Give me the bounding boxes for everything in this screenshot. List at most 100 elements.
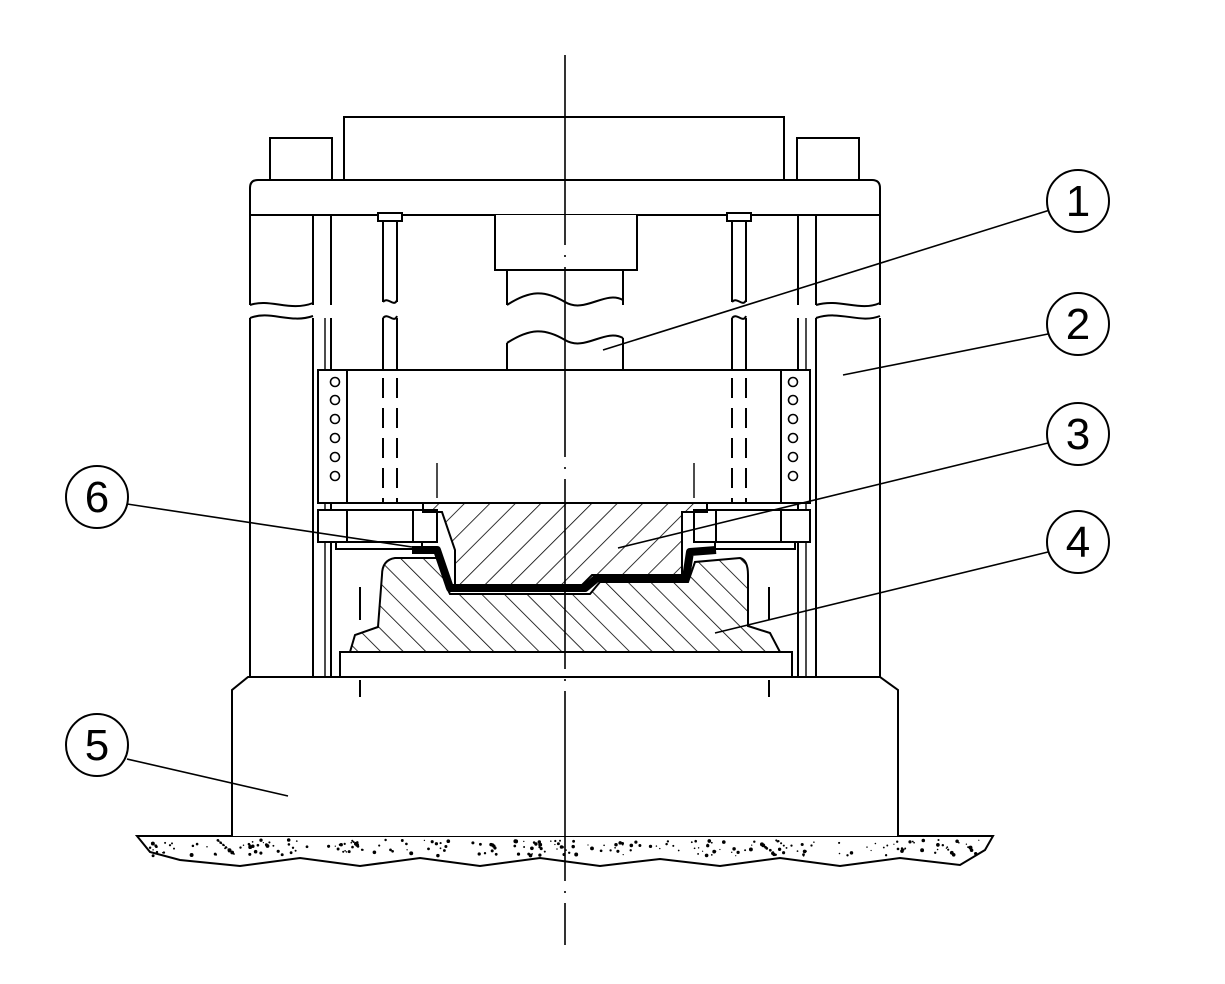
ground-speckle xyxy=(618,841,622,845)
ground-speckle xyxy=(599,849,603,853)
ground-speckle xyxy=(251,841,254,843)
bed-plate xyxy=(339,587,793,697)
bolt-hole xyxy=(787,413,799,425)
ground-speckle xyxy=(155,850,159,854)
ground-speckle xyxy=(372,850,377,855)
ground-speckle xyxy=(971,849,973,852)
callout-4-circle xyxy=(1046,510,1110,574)
ground-speckle xyxy=(168,844,172,847)
callout-4-label: 4 xyxy=(1066,518,1090,567)
callout-3-circle xyxy=(1046,402,1110,466)
ground-speckle xyxy=(280,853,284,857)
bolt-hole xyxy=(329,432,341,444)
ground-speckle xyxy=(444,844,448,849)
ground-speckle xyxy=(603,844,605,847)
ground-speckle xyxy=(268,841,271,844)
ground-speckle xyxy=(886,844,889,847)
ground-speckle xyxy=(233,853,235,855)
ground-speckle xyxy=(785,846,788,849)
ground-speckle xyxy=(239,846,242,849)
ground-speckle xyxy=(719,848,721,851)
ground-speckle xyxy=(294,849,297,852)
ground-speckle xyxy=(554,839,557,843)
ground-speckle xyxy=(677,849,680,852)
ground-speckle xyxy=(556,848,558,850)
ground-speckle xyxy=(259,851,263,855)
ground-speckle xyxy=(782,851,786,855)
callout-2-label: 2 xyxy=(1066,300,1090,349)
ground-speckle xyxy=(406,849,408,851)
ground-speckle xyxy=(780,842,783,845)
ground-speckle xyxy=(554,843,556,846)
ground-speckle xyxy=(622,853,624,856)
callout-2: 2 xyxy=(1046,292,1110,356)
ground-speckle xyxy=(800,842,804,847)
ground-speckle xyxy=(446,839,451,844)
ground-speckle xyxy=(195,842,199,846)
bolt-hole xyxy=(787,376,799,388)
ground-speckle xyxy=(355,843,360,847)
ground-speckle xyxy=(226,847,228,849)
ground-speckle xyxy=(251,844,255,848)
ground-speckle xyxy=(305,845,309,849)
ground-speckle xyxy=(571,844,575,849)
ground-speckle xyxy=(378,844,381,847)
ground-speckle xyxy=(710,854,713,856)
ground-speckle xyxy=(697,852,700,855)
ground-speckle xyxy=(665,842,668,846)
blank-holder xyxy=(317,509,811,550)
ground-speckle xyxy=(528,853,533,858)
ground-speckle xyxy=(171,842,173,845)
callout-3: 3 xyxy=(1046,402,1110,466)
ground-speckle xyxy=(215,853,218,856)
ground-speckle xyxy=(262,842,264,844)
callout-1-label: 1 xyxy=(1066,177,1090,226)
ground-speckle xyxy=(150,841,155,846)
ground-speckle xyxy=(477,852,481,856)
ground-speckle xyxy=(161,852,164,854)
ground-speckle xyxy=(629,849,632,852)
ground-speckle xyxy=(289,851,293,855)
ground-speckle xyxy=(672,844,675,847)
ground-speckle xyxy=(344,849,346,852)
ground-speckle xyxy=(442,849,446,852)
ground-speckle xyxy=(690,841,693,844)
ground-speckle xyxy=(224,847,227,850)
ground-speckle xyxy=(732,847,736,851)
ground-speckle xyxy=(362,849,364,851)
ground-speckle xyxy=(228,850,230,853)
ground-speckle xyxy=(516,852,521,856)
bolt-hole xyxy=(787,470,799,482)
bolt-hole xyxy=(329,413,341,425)
ground-speckle xyxy=(272,844,275,847)
ground-speckle xyxy=(276,849,280,853)
ground-speckle xyxy=(568,851,571,854)
ground-speckle xyxy=(531,853,533,855)
ground-speckle xyxy=(838,852,841,855)
ground-speckle xyxy=(206,845,208,848)
ground-speckle xyxy=(629,843,634,848)
ground-speckle xyxy=(287,843,291,846)
ground-speckle xyxy=(572,839,576,843)
ground-speckle xyxy=(921,838,926,843)
ground-speckle xyxy=(543,850,546,853)
ground-speckle xyxy=(539,847,543,851)
ground-speckle xyxy=(701,850,704,852)
bolt-hole xyxy=(787,432,799,444)
ground-speckle xyxy=(920,848,925,853)
ground-speckle xyxy=(802,855,805,857)
ground-speckle xyxy=(790,844,793,847)
ground-speckle xyxy=(523,840,525,843)
ground-speckle xyxy=(648,844,653,849)
ground-speckle xyxy=(538,842,543,847)
ground-speckle xyxy=(666,840,670,843)
ground-speckle xyxy=(882,846,885,849)
ground-speckle xyxy=(765,847,769,850)
ground-speckle xyxy=(556,842,560,846)
ground-speckle xyxy=(291,846,295,849)
ground-speckle xyxy=(710,841,713,844)
ground-speckle xyxy=(634,840,638,844)
callout-5: 5 xyxy=(65,713,129,777)
ground-speckle xyxy=(286,838,291,842)
leader-lines xyxy=(126,209,1051,797)
